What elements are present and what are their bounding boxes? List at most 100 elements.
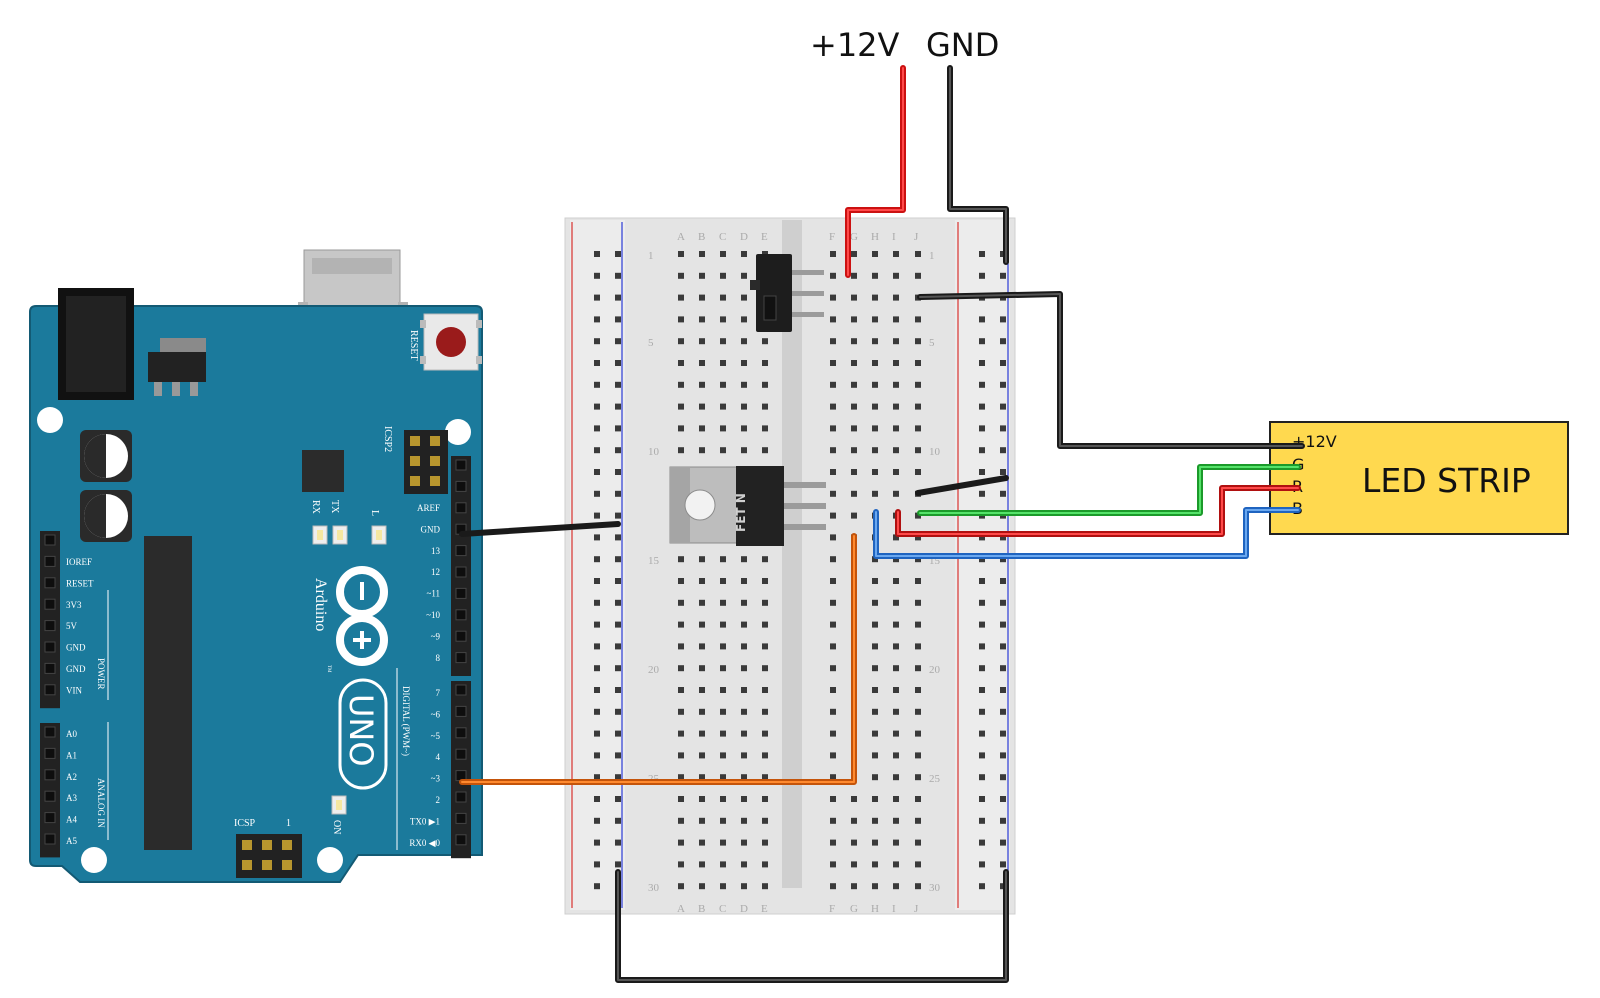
header-socket[interactable] [44, 684, 56, 696]
header-socket[interactable] [455, 587, 467, 599]
header-socket[interactable] [455, 791, 467, 803]
breadboard-hole [851, 316, 857, 323]
breadboard-row-label: 15 [929, 555, 941, 567]
breadboard-hole [915, 556, 921, 563]
breadboard-hole [872, 621, 878, 628]
reset-button[interactable] [420, 313, 482, 371]
header-socket[interactable] [44, 555, 56, 567]
analog-label: ANALOG IN [96, 778, 106, 828]
breadboard-hole [830, 643, 836, 650]
header-socket[interactable] [44, 577, 56, 589]
breadboard-hole [830, 796, 836, 802]
rail-hole [979, 425, 985, 432]
rail-hole [1000, 774, 1006, 781]
header-socket[interactable] [455, 705, 467, 717]
breadboard-hole [699, 883, 705, 890]
header-socket[interactable] [44, 726, 56, 738]
breadboard-hole [741, 796, 747, 802]
rail-hole [594, 425, 600, 432]
rail-hole [979, 861, 985, 868]
breadboard-hole [741, 294, 747, 301]
rail-hole [1000, 490, 1006, 497]
breadboard-hole [872, 730, 878, 737]
header-socket[interactable] [44, 662, 56, 674]
breadboard-hole [720, 687, 726, 693]
breadboard-hole [699, 730, 705, 737]
breadboard-hole [915, 599, 921, 606]
breadboard-hole [893, 665, 899, 672]
rail-hole [1000, 469, 1006, 475]
breadboard-hole [762, 752, 768, 759]
pin-label: ~10 [426, 610, 440, 620]
arduino-uno-board: RESET ICSP2 RX TX L ON Arduino TM UNO DI… [29, 249, 483, 883]
header-socket[interactable] [44, 534, 56, 546]
header-socket[interactable] [455, 609, 467, 621]
breadboard-hole [762, 360, 768, 366]
rail-hole [594, 861, 600, 868]
breadboard-hole [678, 774, 684, 781]
breadboard-hole [741, 316, 747, 323]
breadboard-hole [699, 447, 705, 454]
wire-arduino-gnd[interactable] [459, 521, 621, 537]
pin-label: GND [66, 664, 86, 674]
rail-hole [979, 839, 985, 846]
rail-hole [615, 251, 621, 257]
breadboard-hole [699, 665, 705, 672]
header-socket[interactable] [44, 769, 56, 781]
header-socket[interactable] [44, 620, 56, 632]
header-socket[interactable] [455, 834, 467, 846]
breadboard-hole [830, 272, 836, 279]
header-socket[interactable] [455, 545, 467, 557]
breadboard-hole [830, 578, 836, 584]
rail-hole [979, 817, 985, 824]
breadboard-hole [893, 796, 899, 802]
header-socket[interactable] [455, 459, 467, 471]
breadboard-hole [872, 643, 878, 650]
wire-fet-gnd-jumper[interactable] [915, 475, 1009, 496]
header-socket[interactable] [44, 641, 56, 653]
breadboard-hole [893, 730, 899, 737]
breadboard-hole [851, 512, 857, 519]
header-socket[interactable] [44, 833, 56, 845]
header-socket[interactable] [455, 727, 467, 739]
header-socket[interactable] [44, 747, 56, 759]
breadboard-hole [872, 447, 878, 454]
header-socket[interactable] [44, 598, 56, 610]
breadboard-hole [851, 381, 857, 388]
rail-hole [1000, 556, 1006, 563]
header-pin [410, 476, 420, 486]
breadboard-hole [699, 251, 705, 257]
header-socket[interactable] [455, 566, 467, 578]
breadboard-hole [762, 796, 768, 802]
header-socket[interactable] [455, 480, 467, 492]
breadboard-hole [741, 338, 747, 345]
rail-hole [594, 534, 600, 541]
rail-hole [594, 338, 600, 345]
rail-hole [1000, 817, 1006, 824]
breadboard-hole [915, 796, 921, 802]
header-socket[interactable] [44, 790, 56, 802]
header-socket[interactable] [455, 684, 467, 696]
header-socket[interactable] [455, 748, 467, 760]
header-socket[interactable] [455, 502, 467, 514]
rail-hole [594, 556, 600, 563]
header-socket[interactable] [455, 812, 467, 824]
pin-label: AREF [417, 503, 440, 513]
breadboard-hole [893, 599, 899, 606]
on-label: ON [331, 820, 342, 834]
rail-hole [594, 381, 600, 388]
rail-hole [615, 556, 621, 563]
breadboard-hole [915, 817, 921, 824]
slide-switch[interactable] [750, 254, 824, 332]
header-socket[interactable] [455, 652, 467, 664]
breadboard-hole [851, 796, 857, 802]
header-socket[interactable] [44, 812, 56, 824]
pin-label: GND [66, 643, 86, 653]
breadboard-hole [872, 774, 878, 781]
header-socket[interactable] [455, 630, 467, 642]
breadboard-hole [915, 316, 921, 323]
breadboard-hole [762, 839, 768, 846]
rail-hole [615, 578, 621, 584]
breadboard-hole [741, 381, 747, 388]
